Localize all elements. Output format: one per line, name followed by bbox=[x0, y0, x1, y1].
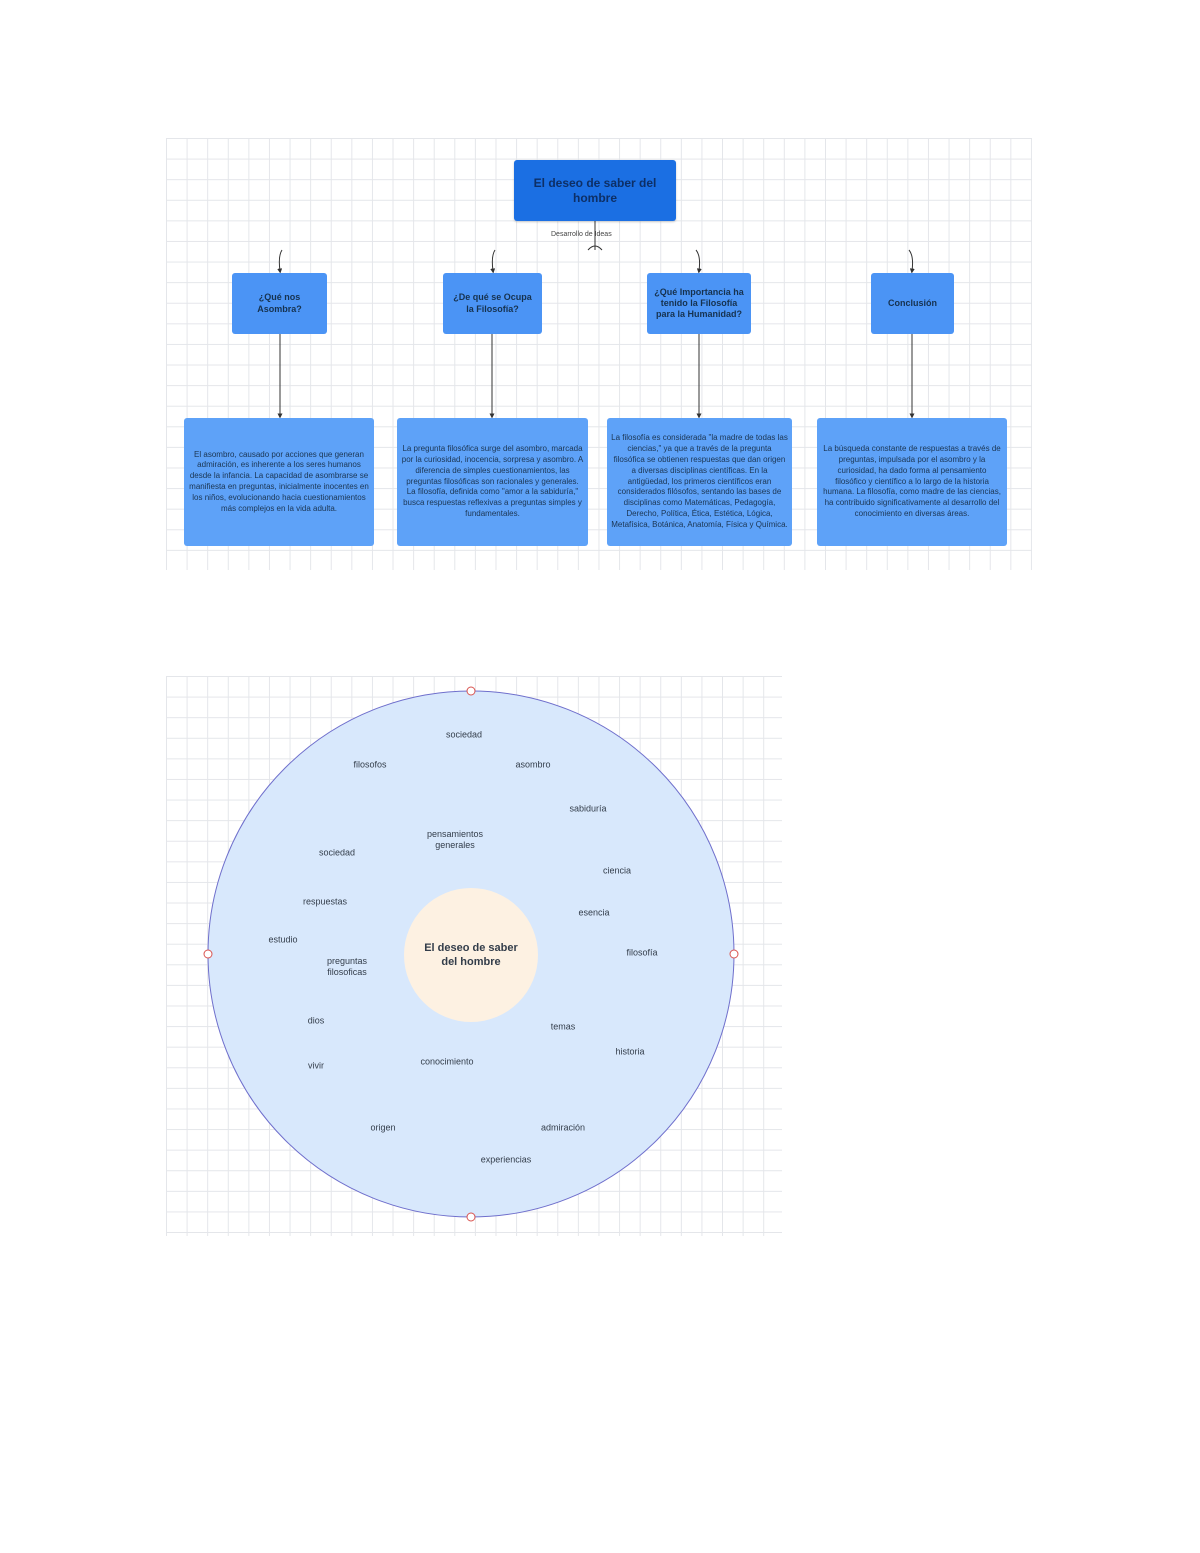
wheel-word: vivir bbox=[308, 1060, 324, 1071]
wheel-word: respuestas bbox=[302, 896, 348, 907]
detail-text: La búsqueda constante de respuestas a tr… bbox=[823, 444, 1001, 518]
wheel-center-label: El deseo de saber del hombre bbox=[424, 941, 518, 968]
wheel-word: sabiduría bbox=[569, 803, 607, 814]
wheel-word: filosofos bbox=[353, 759, 387, 770]
wheel-word: admiración bbox=[540, 1122, 586, 1133]
wheel-word: conocimiento bbox=[420, 1056, 474, 1067]
branch-arrows-bottom bbox=[277, 334, 915, 419]
branch-arrows-top bbox=[277, 249, 915, 274]
wheel-word: ciencia bbox=[602, 865, 632, 876]
resize-handle-bottom[interactable] bbox=[466, 1212, 476, 1222]
wheel-word: estudio bbox=[268, 934, 298, 945]
root-node-label: El deseo de saber del hombre bbox=[533, 175, 657, 205]
wheel-word: historia bbox=[615, 1046, 645, 1057]
wheel-word: sociedad bbox=[445, 729, 483, 740]
question-label: ¿Qué nos Asombra? bbox=[257, 292, 302, 314]
detail-node-filosofia[interactable]: La pregunta filosófica surge del asombro… bbox=[397, 418, 588, 546]
wheel-word: asombro bbox=[515, 759, 551, 770]
question-node-conclusion[interactable]: Conclusión bbox=[871, 273, 954, 334]
root-node[interactable]: El deseo de saber del hombre bbox=[514, 160, 676, 221]
wheel-word: pensamientos generales bbox=[426, 829, 484, 850]
wheel-word: sociedad bbox=[318, 847, 356, 858]
detail-node-conclusion[interactable]: La búsqueda constante de respuestas a tr… bbox=[817, 418, 1007, 546]
concept-map-connectors bbox=[277, 220, 915, 419]
detail-node-asombra[interactable]: El asombro, causado por acciones que gen… bbox=[184, 418, 374, 546]
question-node-importancia[interactable]: ¿Qué Importancia ha tenido la Filosofía … bbox=[647, 273, 751, 334]
detail-text: El asombro, causado por acciones que gen… bbox=[189, 449, 369, 513]
detail-text: La pregunta filosófica surge del asombro… bbox=[401, 444, 584, 518]
resize-handle-left[interactable] bbox=[203, 949, 213, 959]
wheel-word: temas bbox=[550, 1021, 576, 1032]
detail-node-importancia[interactable]: La filosofía es considerada "la madre de… bbox=[607, 418, 792, 546]
resize-handle-right[interactable] bbox=[729, 949, 739, 959]
question-node-filosofia[interactable]: ¿De qué se Ocupa la Filosofía? bbox=[443, 273, 542, 334]
wheel-word: esencia bbox=[578, 907, 610, 918]
question-label: ¿Qué Importancia ha tenido la Filosofía … bbox=[654, 286, 744, 320]
question-label: Conclusión bbox=[888, 297, 937, 308]
wheel-word: preguntas filosoficas bbox=[326, 956, 368, 977]
resize-handle-top[interactable] bbox=[466, 686, 476, 696]
detail-text: La filosofía es considerada "la madre de… bbox=[611, 433, 788, 529]
wheel-word: filosofía bbox=[626, 947, 658, 958]
link-label: Desarrollo de Ideas bbox=[551, 231, 612, 238]
word-wheel-shapes bbox=[203, 686, 739, 1222]
root-stem bbox=[587, 220, 603, 251]
question-node-asombra[interactable]: ¿Qué nos Asombra? bbox=[232, 273, 327, 334]
inner-circle[interactable] bbox=[404, 888, 538, 1022]
wheel-word: origen bbox=[370, 1122, 396, 1133]
wheel-word: dios bbox=[307, 1015, 325, 1026]
wheel-word: experiencias bbox=[480, 1154, 532, 1165]
question-label: ¿De qué se Ocupa la Filosofía? bbox=[453, 292, 532, 314]
